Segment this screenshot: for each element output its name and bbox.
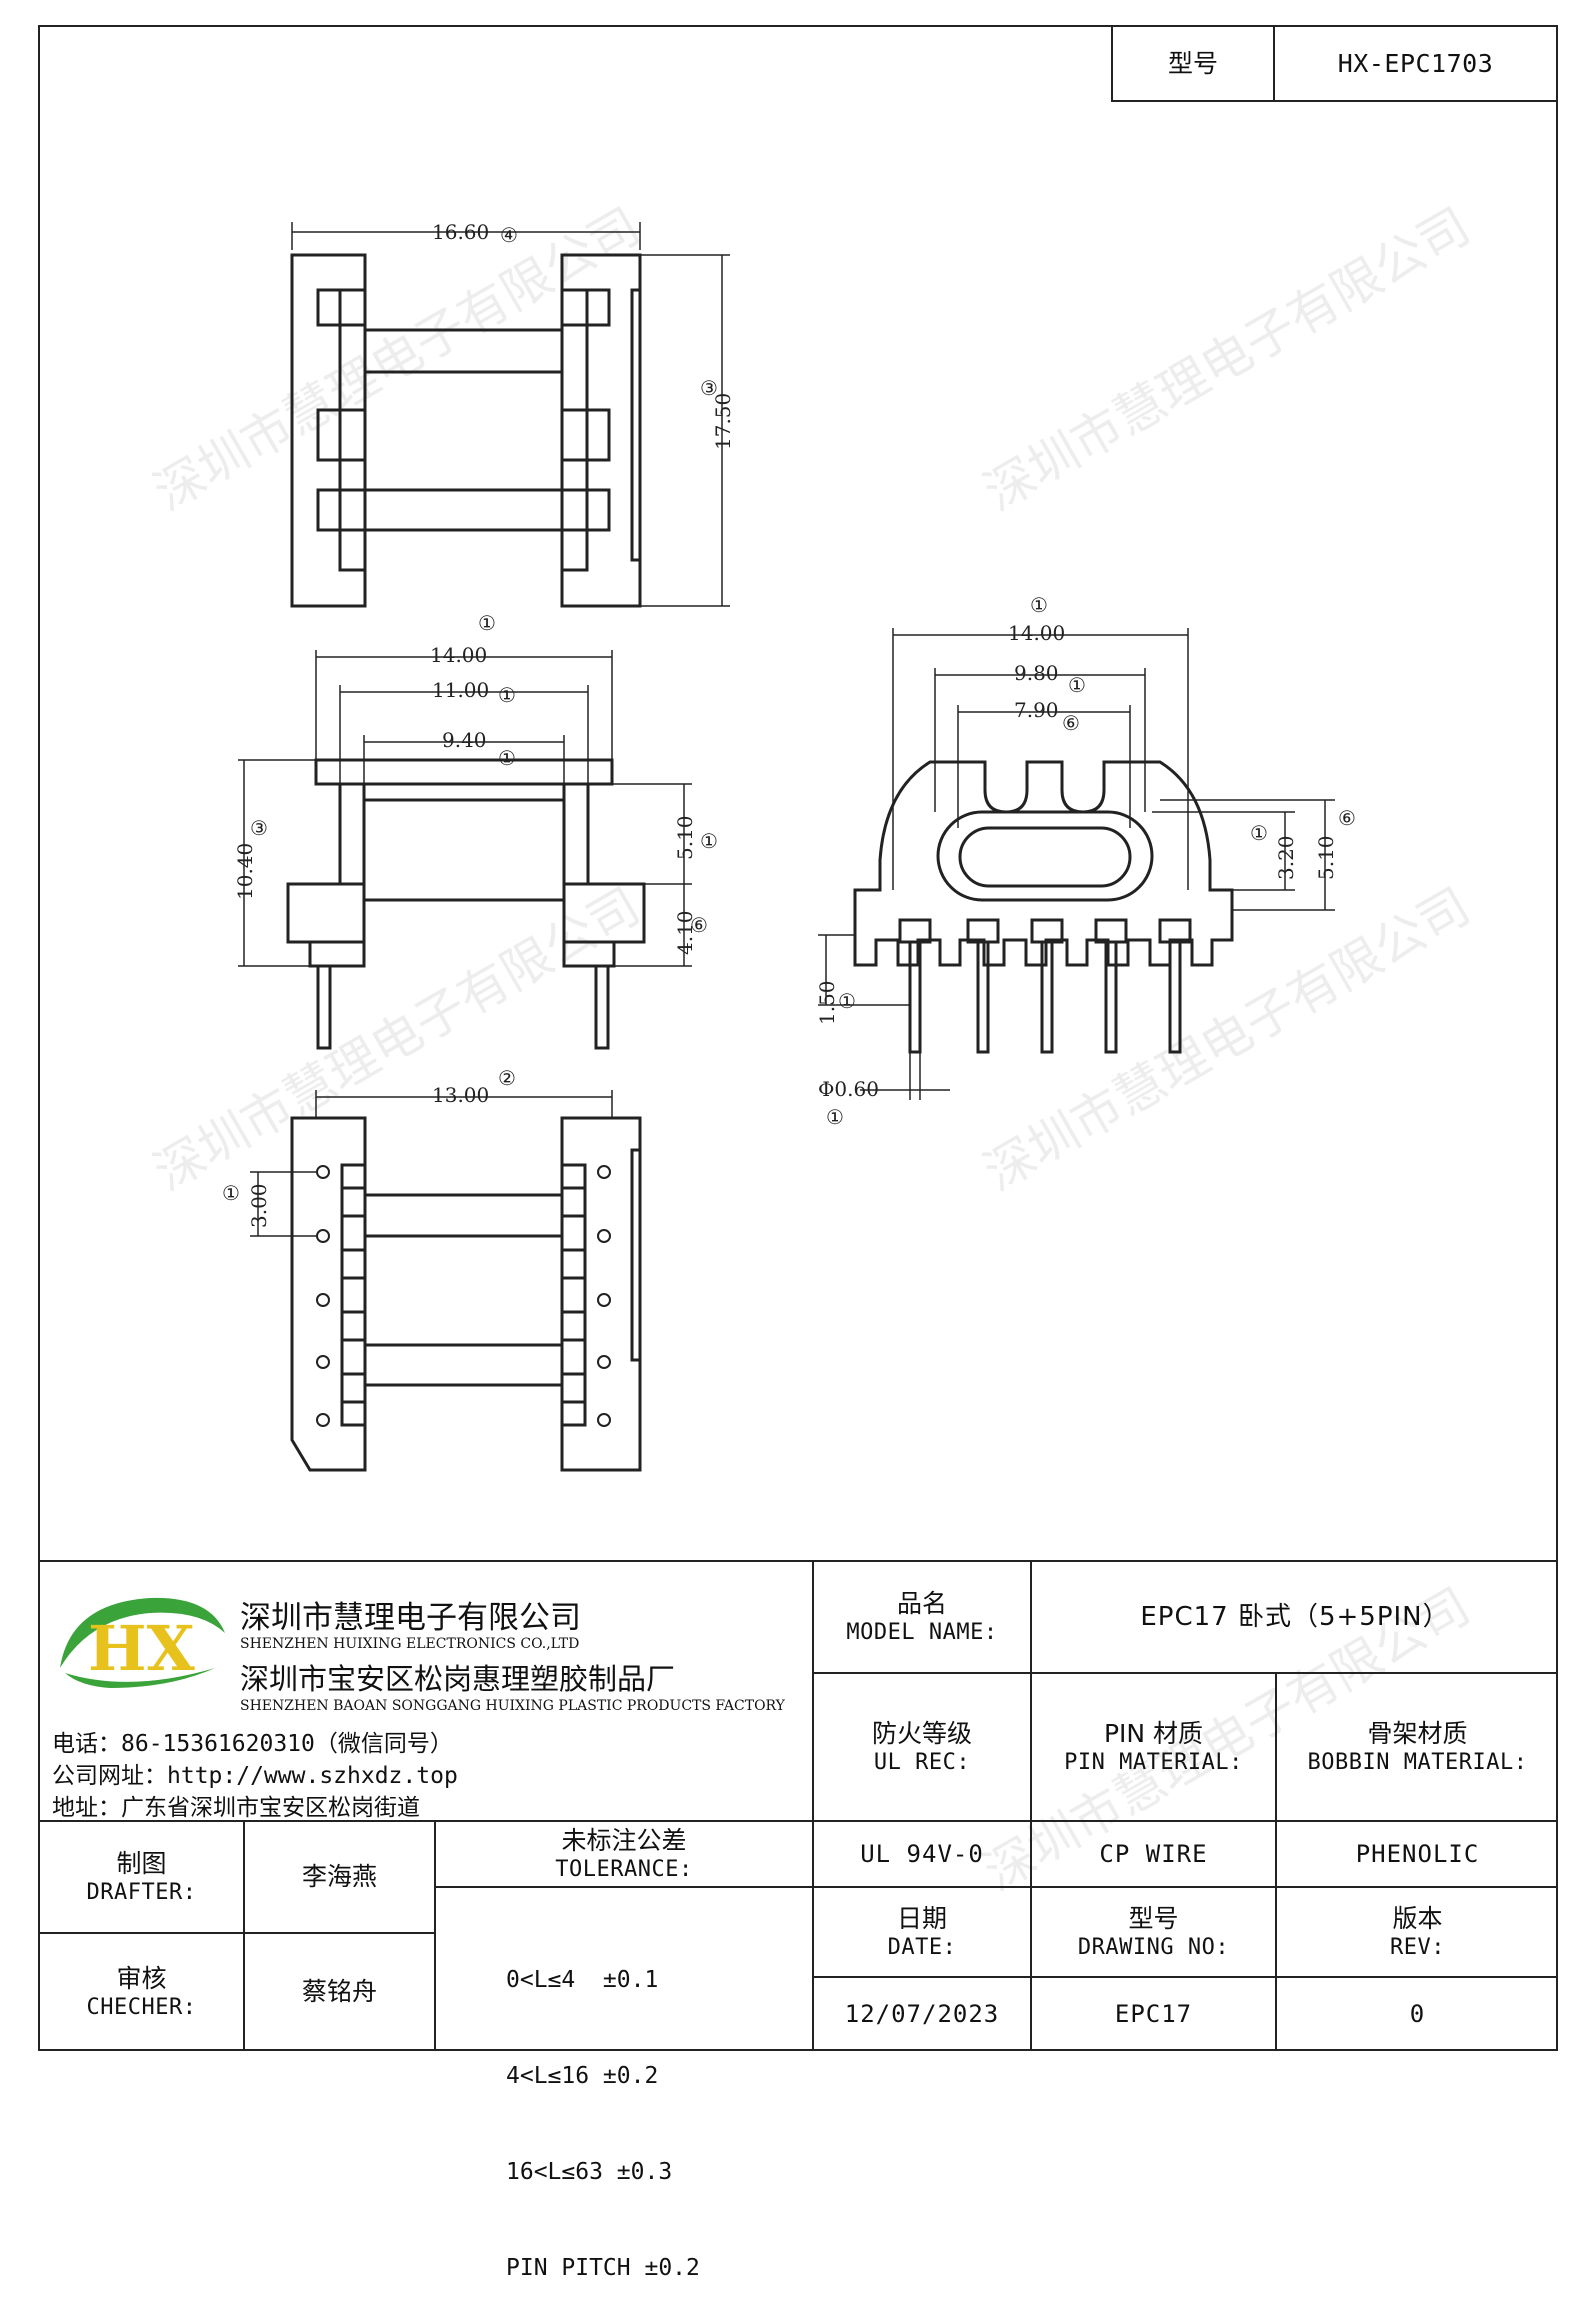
dim-front-d6-mark: ⑥ xyxy=(690,913,708,937)
checker-value: 蔡铭舟 xyxy=(301,1977,377,2007)
tolerance-line: 4<L≤16 ±0.2 xyxy=(506,2063,659,2089)
side-view xyxy=(853,760,1234,1054)
dim-top-height: 17.50 xyxy=(711,393,735,450)
dim-side-d3-mark: ⑥ xyxy=(1062,711,1080,735)
dim-side-d5-mark: ⑥ xyxy=(1338,806,1356,830)
drafter-value: 李海燕 xyxy=(301,1862,377,1892)
dim-front-d2-mark: ① xyxy=(498,683,516,707)
company-phone: 电话：86-15361620310（微信同号） xyxy=(52,1731,453,1757)
dim-front-d5: 5.10 xyxy=(673,815,697,860)
company-name-en: SHENZHEN HUIXING ELECTRONICS CO.,LTD xyxy=(240,1636,580,1652)
factory-name-cn: 深圳市宝安区松岗惠理塑胶制品厂 xyxy=(240,1662,676,1696)
model-header: 型号 HX-EPC1703 xyxy=(1111,25,1558,102)
dim-side-d6-mark: ① xyxy=(838,989,856,1013)
pin-material-label: PIN 材质 PIN MATERIAL: xyxy=(1064,1718,1243,1775)
model-name-value: EPC17 卧式（5+5PIN） xyxy=(1140,1601,1450,1632)
logo-letters: HX xyxy=(88,1612,196,1685)
company-address: 地址：广东省深圳市宝安区松岗街道 xyxy=(52,1795,420,1821)
dim-front-d4: 10.40 xyxy=(233,843,257,900)
dim-side-d7-mark: ① xyxy=(826,1105,844,1129)
dim-side-d4-mark: ① xyxy=(1250,821,1268,845)
top-view xyxy=(290,253,642,608)
dim-top-width: 16.60 xyxy=(432,220,489,244)
dim-side-d1: 14.00 xyxy=(1008,621,1065,645)
dim-side-d4: 3.20 xyxy=(1274,835,1298,880)
dim-side-d1-mark: ① xyxy=(1030,593,1048,617)
ul-rec-value: UL 94V-0 xyxy=(860,1840,984,1868)
title-block-top-line xyxy=(38,1560,1558,1562)
dim-side-d5: 5.10 xyxy=(1314,835,1338,880)
dim-bottom-d2-mark: ① xyxy=(222,1181,240,1205)
model-label: 型号 xyxy=(1167,48,1218,78)
date-label: 日期 DATE: xyxy=(887,1903,957,1960)
dim-front-d6: 4.10 xyxy=(673,910,697,955)
bottom-view xyxy=(290,1116,642,1472)
checker-label: 审核 CHECHER: xyxy=(86,1963,197,2020)
drawing-no-label: 型号 DRAWING NO: xyxy=(1077,1903,1230,1960)
dim-side-d2-mark: ① xyxy=(1068,673,1086,697)
dim-bottom-d1: 13.00 xyxy=(432,1083,489,1107)
dim-front-d3-mark: ① xyxy=(498,746,516,770)
dim-bottom-d2: 3.00 xyxy=(247,1183,271,1228)
dim-side-d2: 9.80 xyxy=(1014,661,1059,685)
dim-front-d4-mark: ③ xyxy=(250,816,268,840)
drafter-label: 制图 DRAFTER: xyxy=(86,1848,197,1905)
tolerance-values: 0<L≤4 ±0.1 4<L≤16 ±0.2 16<L≤63 ±0.3 PIN … xyxy=(506,1900,806,2316)
ul-rec-label: 防火等级 UL REC: xyxy=(871,1718,972,1775)
technical-drawing: 16.60 ④ 17.50 ③ 14.00 ① 11.00 ① 9.40 ① 1… xyxy=(222,220,1356,1472)
model-value: HX-EPC1703 xyxy=(1337,48,1494,78)
rev-label: 版本 REV: xyxy=(1390,1903,1445,1960)
bobbin-material-label: 骨架材质 BOBBIN MATERIAL: xyxy=(1307,1718,1528,1775)
drawing-frame xyxy=(38,25,1558,2051)
company-website: 公司网址：http://www.szhxdz.top xyxy=(52,1763,458,1789)
drawing-no-value: EPC17 xyxy=(1114,2000,1193,2028)
company-info: HX 深圳市慧理电子有限公司 SHENZHEN HUIXING ELECTRON… xyxy=(40,1562,810,1821)
dim-front-d5-mark: ① xyxy=(700,829,718,853)
pin-material-value: CP WIRE xyxy=(1099,1840,1208,1868)
dim-side-d7: Φ0.60 xyxy=(818,1077,879,1101)
dim-bottom-d1-mark: ② xyxy=(498,1066,516,1090)
dim-side-d3: 7.90 xyxy=(1014,698,1059,722)
date-value: 12/07/2023 xyxy=(844,2000,1000,2028)
dim-top-height-mark: ③ xyxy=(700,376,718,400)
dim-top-width-mark: ④ xyxy=(500,223,518,247)
bobbin-material-value: PHENOLIC xyxy=(1355,1840,1480,1868)
dim-front-d2: 11.00 xyxy=(432,678,489,702)
dim-side-d6: 1.50 xyxy=(815,980,839,1025)
tolerance-label: 未标注公差 TOLERANCE: xyxy=(555,1825,693,1882)
front-view xyxy=(286,758,646,1050)
dim-front-d1-mark: ① xyxy=(478,611,496,635)
factory-name-en: SHENZHEN BAOAN SONGGANG HUIXING PLASTIC … xyxy=(240,1698,785,1714)
tolerance-line: PIN PITCH ±0.2 xyxy=(506,2255,700,2281)
rev-value: 0 xyxy=(1409,2000,1426,2028)
tolerance-line: 0<L≤4 ±0.1 xyxy=(506,1967,659,1993)
dim-front-d3: 9.40 xyxy=(442,728,487,752)
model-name-label: 品名 MODEL NAME: xyxy=(846,1588,998,1645)
company-logo: HX xyxy=(60,1597,225,1688)
company-name-cn: 深圳市慧理电子有限公司 xyxy=(240,1600,581,1636)
tolerance-line: 16<L≤63 ±0.3 xyxy=(506,2159,673,2185)
dim-front-d1: 14.00 xyxy=(430,643,487,667)
